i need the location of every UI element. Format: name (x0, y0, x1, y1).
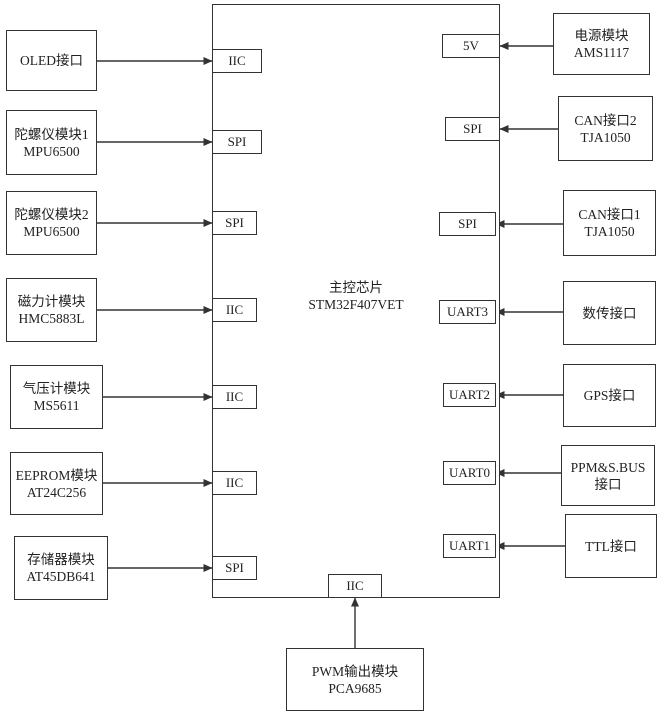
module-eeprom: EEPROM模块 AT24C256 (10, 452, 103, 515)
chip-port-eeprom: IIC (212, 471, 257, 495)
chip-port-pwm: IIC (328, 574, 382, 598)
module-can1: CAN接口1 TJA1050 (563, 190, 656, 256)
main-chip-name: 主控芯片 (329, 280, 383, 295)
module-barometer-name: 气压计模块 (22, 381, 91, 396)
chip-port-can2: SPI (445, 117, 500, 141)
chip-port-power: 5V (442, 34, 500, 58)
module-gyro2-model: MPU6500 (23, 224, 80, 239)
module-ppm-sbus: PPM&S.BUS 接口 (561, 445, 655, 506)
chip-port-mag: IIC (212, 298, 257, 322)
module-can1-name: CAN接口1 (578, 207, 641, 222)
module-storage-name: 存储器模块 (27, 552, 95, 567)
module-ttl-name: TTL接口 (585, 538, 637, 554)
module-power-model: AMS1117 (573, 45, 630, 60)
chip-port-gyro2: SPI (212, 211, 257, 235)
module-gyro2: 陀螺仪模块2 MPU6500 (6, 191, 97, 255)
module-ttl: TTL接口 (565, 514, 657, 578)
module-magnetometer-model: HMC5883L (18, 311, 85, 326)
main-chip-label: 主控芯片 STM32F407VET (213, 279, 499, 313)
chip-port-ppm: UART0 (443, 461, 496, 485)
module-can1-model: TJA1050 (584, 224, 635, 239)
chip-port-radio: UART3 (439, 300, 496, 324)
module-can2-name: CAN接口2 (574, 112, 637, 128)
module-ppm-sbus-name: PPM&S.BUS (570, 459, 646, 475)
module-storage-model: AT45DB641 (26, 569, 96, 584)
module-barometer: 气压计模块 MS5611 (10, 365, 103, 429)
module-eeprom-name: EEPROM模块 (15, 467, 98, 483)
module-gyro2-name: 陀螺仪模块2 (14, 207, 89, 222)
module-magnetometer: 磁力计模块 HMC5883L (6, 278, 97, 342)
module-gyro1: 陀螺仪模块1 MPU6500 (6, 110, 97, 175)
module-power-name: 电源模块 (574, 28, 629, 43)
module-can2: CAN接口2 TJA1050 (558, 96, 653, 161)
module-radio: 数传接口 (563, 281, 656, 345)
module-power: 电源模块 AMS1117 (553, 13, 650, 75)
module-pwm: PWM输出模块 PCA9685 (286, 648, 424, 711)
module-pwm-model: PCA9685 (328, 680, 382, 696)
module-gyro1-name: 陀螺仪模块1 (14, 126, 89, 142)
chip-port-can1: SPI (439, 212, 496, 236)
module-ppm-sbus-suffix: 接口 (594, 476, 622, 492)
module-magnetometer-name: 磁力计模块 (17, 294, 86, 309)
chip-port-oled: IIC (212, 49, 262, 73)
chip-port-gps: UART2 (443, 383, 496, 407)
module-storage: 存储器模块 AT45DB641 (14, 536, 108, 600)
chip-port-baro: IIC (212, 385, 257, 409)
chip-port-storage: SPI (212, 556, 257, 580)
module-pwm-name: PWM输出模块 (311, 663, 399, 679)
module-eeprom-model: AT24C256 (26, 484, 87, 500)
module-oled: OLED接口 (6, 30, 97, 91)
module-gps: GPS接口 (563, 364, 656, 427)
main-chip-model: STM32F407VET (308, 297, 404, 312)
module-barometer-model: MS5611 (33, 398, 80, 413)
module-oled-name: OLED接口 (20, 53, 83, 68)
module-gyro1-model: MPU6500 (23, 143, 80, 159)
chip-port-gyro1: SPI (212, 130, 262, 154)
module-radio-name: 数传接口 (582, 305, 637, 321)
module-can2-model: TJA1050 (580, 129, 631, 145)
chip-port-ttl: UART1 (443, 534, 496, 558)
module-gps-name: GPS接口 (583, 388, 636, 403)
